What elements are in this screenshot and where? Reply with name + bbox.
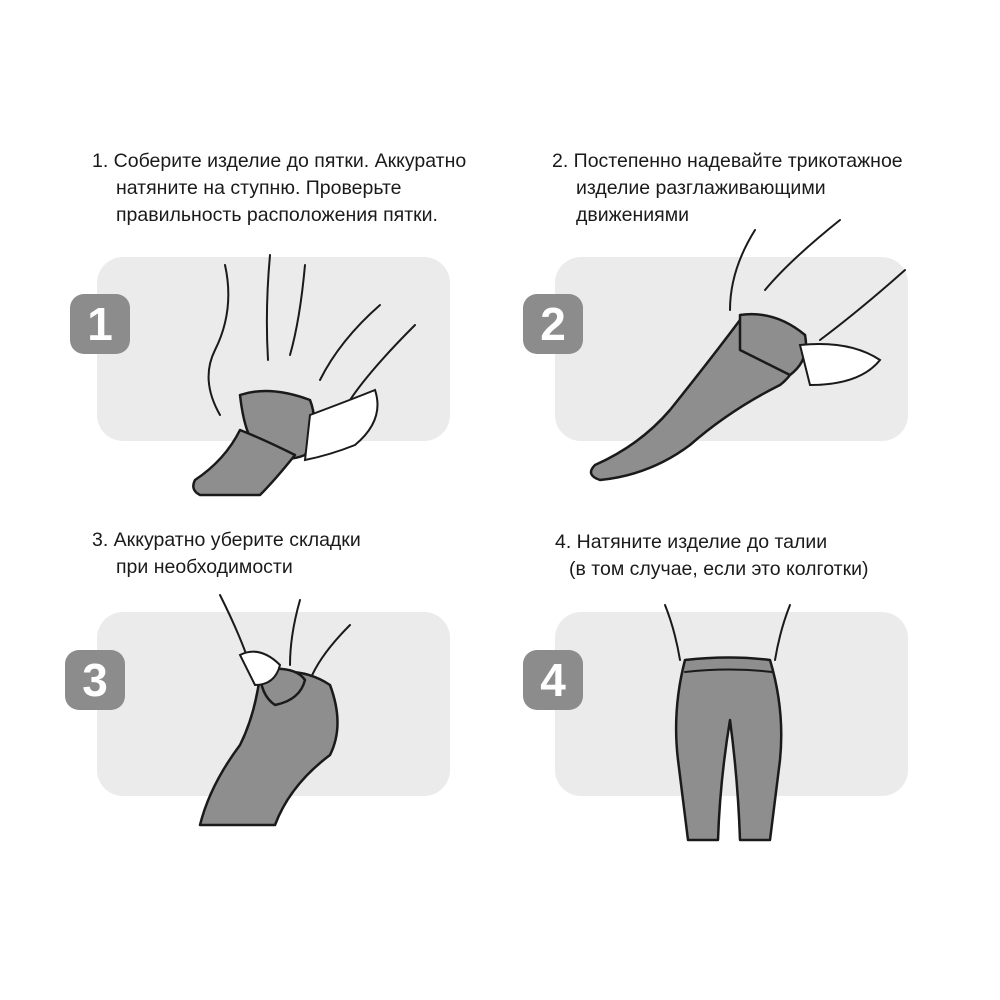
step-1-line: натяните на ступню. Проверьте bbox=[116, 177, 402, 199]
step-4-badge: 4 bbox=[523, 650, 583, 710]
step-1-badge: 1 bbox=[70, 294, 130, 354]
step-2-line: 2. Постепенно надевайте трикотажное bbox=[552, 150, 903, 172]
step-3-badge: 3 bbox=[65, 650, 125, 710]
step-3-instruction: 3. Аккуратно уберите складки при необход… bbox=[92, 527, 361, 581]
step-2-illustration bbox=[589, 219, 906, 482]
step-3-line: при необходимости bbox=[116, 556, 293, 578]
step-4-line: 4. Натяните изделие до талии bbox=[555, 531, 828, 553]
step-3-line: 3. Аккуратно уберите складки bbox=[92, 529, 361, 551]
step-2-line: изделие разглаживающими bbox=[576, 177, 826, 199]
step-1-line: 1. Соберите изделие до пятки. Аккуратно bbox=[92, 150, 467, 172]
step-4-instruction: 4. Натяните изделие до талии (в том случ… bbox=[555, 529, 869, 583]
step-1-line: правильность расположения пятки. bbox=[116, 204, 438, 226]
step-2-line: движениями bbox=[576, 204, 690, 226]
step-4-line: (в том случае, если это колготки) bbox=[569, 558, 869, 580]
step-2-instruction: 2. Постепенно надевайте трикотажное изде… bbox=[552, 148, 903, 229]
step-1-instruction: 1. Соберите изделие до пятки. Аккуратно … bbox=[92, 148, 466, 229]
step-3-illustration bbox=[198, 594, 351, 827]
step-4-illustration bbox=[664, 604, 791, 842]
step-2-badge: 2 bbox=[523, 294, 583, 354]
step-1-illustration bbox=[192, 254, 416, 497]
